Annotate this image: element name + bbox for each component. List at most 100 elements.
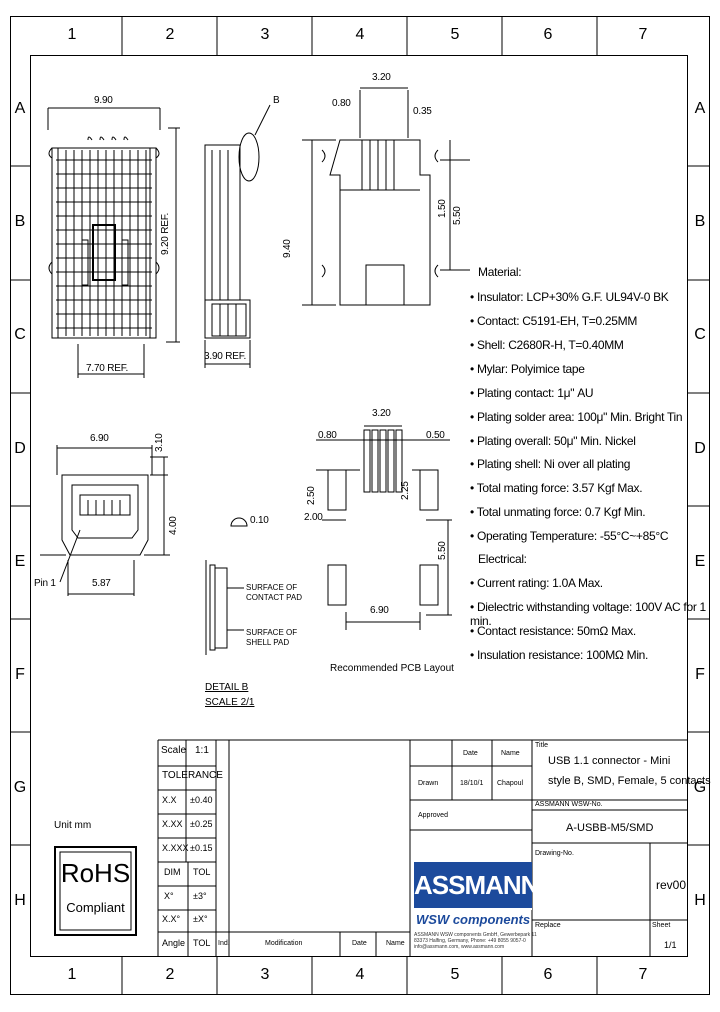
col-label: 1 <box>67 26 77 43</box>
spec-item: • Plating shell: Ni over all plating <box>470 457 631 471</box>
col-label: 7 <box>638 26 648 43</box>
electrical-heading: Electrical: <box>478 552 527 566</box>
tol-value: TOL <box>193 867 211 877</box>
dim-end-h1: 3.10 <box>154 433 165 452</box>
tol-key: DIM <box>164 867 181 877</box>
end-view <box>40 445 170 596</box>
assmann-logo: ASSMANN <box>414 862 539 908</box>
surface-shell-label: SURFACE OF SHELL PAD <box>246 628 298 647</box>
tol-value: ±3° <box>193 891 207 901</box>
rev-value: rev00 <box>656 878 687 892</box>
sheet-value: 1/1 <box>664 940 677 950</box>
dim-front-h2: 5.50 <box>452 206 463 225</box>
col-label: 2 <box>165 26 175 43</box>
row-label: D <box>694 440 706 457</box>
dim-pcb-right: 0.50 <box>426 430 445 441</box>
tol-value: TOL <box>193 938 211 948</box>
scale-label: Scale <box>161 745 187 756</box>
rohs-subtitle: Compliant <box>66 900 125 915</box>
dim-pcb-left: 0.80 <box>318 430 337 441</box>
pcb-caption: Recommended PCB Layout <box>330 663 454 674</box>
dim-pcb-h3: 5.50 <box>437 541 448 560</box>
detail-scale: SCALE 2/1 <box>205 697 255 708</box>
row-label: D <box>14 440 26 457</box>
drawn-name: Chapoul <box>497 780 524 787</box>
dim-pcb-h2: 2.25 <box>400 481 411 500</box>
row-label: C <box>14 326 26 343</box>
title-label: Title <box>535 742 548 749</box>
spec-item: • Contact resistance: 50mΩ Max. <box>470 624 636 638</box>
spec-item: • Insulator: LCP+30% G.F. UL94V-0 BK <box>470 290 669 304</box>
assmann-subtitle: WSW components <box>416 912 531 927</box>
dim-side-height-ref: 9.20 REF. <box>160 212 171 255</box>
row-label: B <box>694 213 706 230</box>
row-label: H <box>694 892 706 909</box>
tol-key: Angle <box>162 938 186 948</box>
material-heading: Material: <box>478 265 522 279</box>
dim-top-width: 9.90 <box>94 95 113 106</box>
title-line2: style B, SMD, Female, 5 contacts <box>548 775 711 787</box>
spec-item: • Plating solder area: 100μ" Min. Bright… <box>470 410 683 424</box>
spec-item: • Plating overall: 50μ" Min. Nickel <box>470 434 636 448</box>
col-label: 3 <box>260 26 270 43</box>
tol-value: ±0.15 <box>190 843 213 853</box>
col-label: 6 <box>543 966 553 983</box>
col-label: 4 <box>355 966 365 983</box>
dim-detail-b-ref: B <box>273 95 280 106</box>
spec-item: • Shell: C2680R-H, T=0.40MM <box>470 338 624 352</box>
spec-item: • Total unmating force: 0.7 Kgf Min. <box>470 505 646 519</box>
spec-item: • Operating Temperature: -55°C~+85°C <box>470 529 669 543</box>
rev-modification-header: Modification <box>265 940 303 947</box>
surface-contact-label: SURFACE OF CONTACT PAD <box>246 583 303 602</box>
replace-label: Replace <box>535 922 561 929</box>
rev-index-header: Ind. <box>218 940 230 947</box>
row-label: G <box>693 779 707 796</box>
col-label: 7 <box>638 966 648 983</box>
row-label: A <box>694 100 706 117</box>
col-label: 5 <box>450 966 460 983</box>
row-label: E <box>14 553 26 570</box>
dim-detail-tolerance: 0.10 <box>250 515 269 526</box>
row-label: C <box>694 326 706 343</box>
unit-label: Unit mm <box>54 820 92 831</box>
col-label: 3 <box>260 966 270 983</box>
row-label: H <box>14 892 26 909</box>
date-header: Date <box>463 750 478 757</box>
tol-value: ±0.25 <box>190 819 213 829</box>
titleblock-lines <box>157 739 688 956</box>
assmann-address: ASSMANN WSW components GmbH, Gewerbepark… <box>414 932 537 950</box>
part-label: ASSMANN WSW-No. <box>535 801 603 808</box>
col-label: 5 <box>450 26 460 43</box>
pcb-layout <box>316 425 452 630</box>
tol-key: X.XXX <box>162 843 189 853</box>
dim-end-width: 6.90 <box>90 433 109 444</box>
drawing-label: Drawing-No. <box>535 850 574 857</box>
spec-item: • Dielectric withstanding voltage: 100V … <box>470 600 706 628</box>
rohs-title: RoHS <box>60 858 131 888</box>
dim-pcb-h1: 2.50 <box>306 486 317 505</box>
col-label: 1 <box>67 966 77 983</box>
tol-key: X.X° <box>162 914 181 924</box>
tol-value: ±X° <box>193 914 208 924</box>
row-label: A <box>14 100 26 117</box>
dim-front-left: 0.80 <box>332 98 351 109</box>
col-label: 2 <box>165 966 175 983</box>
drawn-label: Drawn <box>418 780 439 787</box>
spec-item: • Current rating: 1.0A Max. <box>470 576 603 590</box>
rev-name-header: Name <box>386 940 405 947</box>
row-label: E <box>694 553 706 570</box>
dim-end-h2: 4.00 <box>168 516 179 535</box>
top-view <box>47 107 180 378</box>
name-header: Name <box>501 750 520 757</box>
dim-side-depth-ref: 3.90 REF. <box>204 351 247 362</box>
rev-date-header: Date <box>352 940 367 947</box>
detail-title: DETAIL B <box>205 682 249 693</box>
detail-b <box>205 517 248 655</box>
spec-item: • Total mating force: 3.57 Kgf Max. <box>470 481 643 495</box>
side-view <box>204 104 271 368</box>
col-label: 4 <box>355 26 365 43</box>
dim-front-h1: 1.50 <box>437 199 448 218</box>
part-number: A-USBB-M5/SMD <box>566 822 654 834</box>
spec-item: • Insulation resistance: 100MΩ Min. <box>470 648 649 662</box>
